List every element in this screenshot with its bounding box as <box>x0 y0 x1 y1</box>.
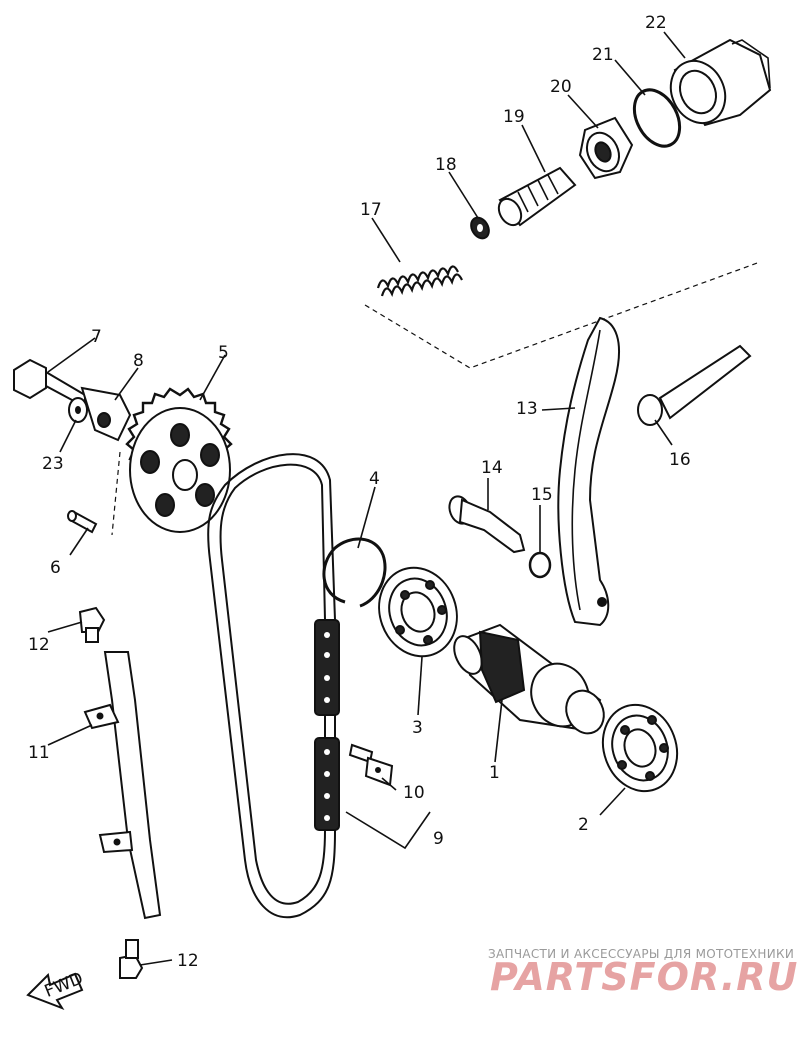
callout-16: 16 <box>669 450 691 470</box>
callout-15: 15 <box>531 485 553 505</box>
cam-sprocket-5 <box>125 387 233 533</box>
callout-7: 7 <box>91 327 102 347</box>
washer-23 <box>68 397 88 423</box>
callout-18: 18 <box>435 155 457 175</box>
tensioner-rod-19 <box>497 166 577 227</box>
callout-3: 3 <box>412 718 423 738</box>
callout-numbers: 1 2 3 4 5 6 7 8 9 10 11 12 12 13 14 15 1… <box>28 13 691 971</box>
bolt-12-lower <box>119 939 144 979</box>
callout-12-lower: 12 <box>177 951 199 971</box>
guide-shaft-16 <box>637 344 752 426</box>
bearing-2 <box>601 703 679 793</box>
callout-11: 11 <box>28 743 50 763</box>
tensioner-nut-20 <box>578 116 634 180</box>
callout-8: 8 <box>133 351 144 371</box>
callout-5: 5 <box>218 343 229 363</box>
callout-6: 6 <box>50 558 61 578</box>
callout-9: 9 <box>433 829 444 849</box>
callout-1: 1 <box>489 763 500 783</box>
guide-bolt-14 <box>448 495 526 554</box>
callout-2: 2 <box>578 815 589 835</box>
washer-18 <box>470 216 490 240</box>
cam-chain-9 <box>207 453 340 919</box>
callout-17: 17 <box>360 200 382 220</box>
callout-10: 10 <box>403 783 425 803</box>
callout-4: 4 <box>369 469 380 489</box>
fwd-direction-arrow: FWD <box>26 968 86 1010</box>
chain-guide-13 <box>557 316 620 627</box>
callout-12-upper: 12 <box>28 635 50 655</box>
callout-22: 22 <box>645 13 667 33</box>
callout-14: 14 <box>481 458 503 478</box>
tensioner-cap-22 <box>669 38 772 127</box>
callout-23: 23 <box>42 454 64 474</box>
dowel-pin-6 <box>67 510 98 534</box>
bolt-12-upper <box>78 606 106 643</box>
camshaft-1 <box>453 623 605 735</box>
bearing-3 <box>378 566 458 658</box>
watermark-brand: PARTSFOR.RU <box>490 955 798 999</box>
lock-plate-8 <box>80 386 132 442</box>
callout-21: 21 <box>592 45 614 65</box>
spring-17 <box>376 265 463 298</box>
o-ring-15 <box>528 551 552 579</box>
watermark-tagline: ЗАПЧАСТИ И АКСЕССУАРЫ ДЛЯ МОТОТЕХНИКИ <box>488 947 794 961</box>
chain-joint-10 <box>348 743 394 787</box>
watermark: ЗАПЧАСТИ И АКСЕССУАРЫ ДЛЯ МОТОТЕХНИКИ PA… <box>488 947 798 999</box>
callout-13: 13 <box>516 399 538 419</box>
callout-20: 20 <box>550 77 572 97</box>
chain-guide-11 <box>83 651 162 920</box>
callout-19: 19 <box>503 107 525 127</box>
callout-leaders <box>47 31 686 966</box>
circlip-4 <box>322 537 387 608</box>
